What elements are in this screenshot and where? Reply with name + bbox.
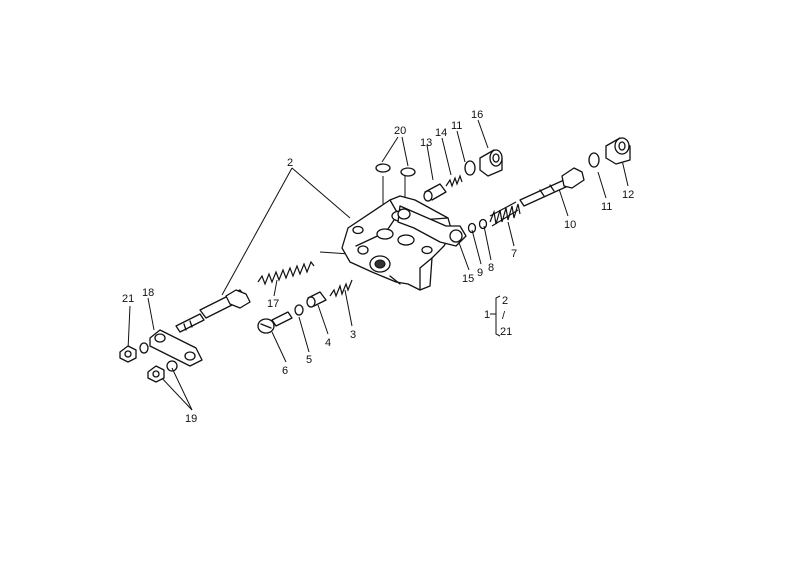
callout-2: 2: [287, 157, 293, 169]
screw: [257, 311, 293, 334]
callout-16: 16: [471, 109, 483, 121]
callout-8: 8: [488, 262, 494, 274]
gasket: [397, 205, 467, 247]
legend-top: 2: [502, 295, 508, 307]
callout-11-top: 11: [451, 120, 462, 132]
callout-15: 15: [462, 273, 474, 285]
valve-body: [341, 195, 453, 291]
callout-5: 5: [306, 354, 312, 366]
callout-17: 17: [267, 298, 279, 310]
spring-small-top: [445, 174, 463, 188]
callout-19: 19: [185, 413, 197, 425]
plug-top: [479, 149, 503, 177]
callout-3: 3: [350, 329, 356, 341]
legend-bottom: 21: [500, 326, 512, 338]
callout-labels: 2 20 16 11 14 13 12 11 10 7 8 9 15 17 3 …: [122, 109, 634, 425]
callout-12: 12: [622, 189, 634, 201]
nuts: [119, 342, 178, 383]
callout-20: 20: [394, 125, 406, 137]
callout-21: 21: [122, 293, 134, 305]
link-plate: [149, 329, 203, 367]
callout-10: 10: [564, 219, 576, 231]
leader-lines: [127, 119, 629, 411]
o-rings: [375, 163, 416, 177]
callout-11-right: 11: [601, 201, 612, 213]
callout-13: 13: [420, 137, 432, 149]
washer-right: [588, 152, 600, 168]
shaft: [175, 289, 251, 333]
callout-7: 7: [511, 248, 517, 260]
o-ring-5: [294, 304, 304, 316]
spring-main: [489, 201, 521, 227]
callout-6: 6: [282, 365, 288, 377]
piston-4: [306, 291, 327, 308]
legend-mid: /: [502, 310, 506, 322]
callout-9: 9: [477, 267, 483, 279]
spring-3: [329, 279, 353, 298]
callout-18: 18: [142, 287, 154, 299]
washers-small: [467, 218, 488, 234]
part-group-legend: 1 2 / 21: [484, 295, 512, 338]
washer-top: [464, 160, 476, 176]
legend-prefix: 1: [484, 309, 490, 321]
plug-right: [605, 137, 631, 165]
callout-4: 4: [325, 337, 331, 349]
valve-spool: [519, 167, 585, 207]
callout-14: 14: [435, 127, 447, 139]
spring-long: [257, 260, 315, 286]
piston: [423, 183, 447, 202]
